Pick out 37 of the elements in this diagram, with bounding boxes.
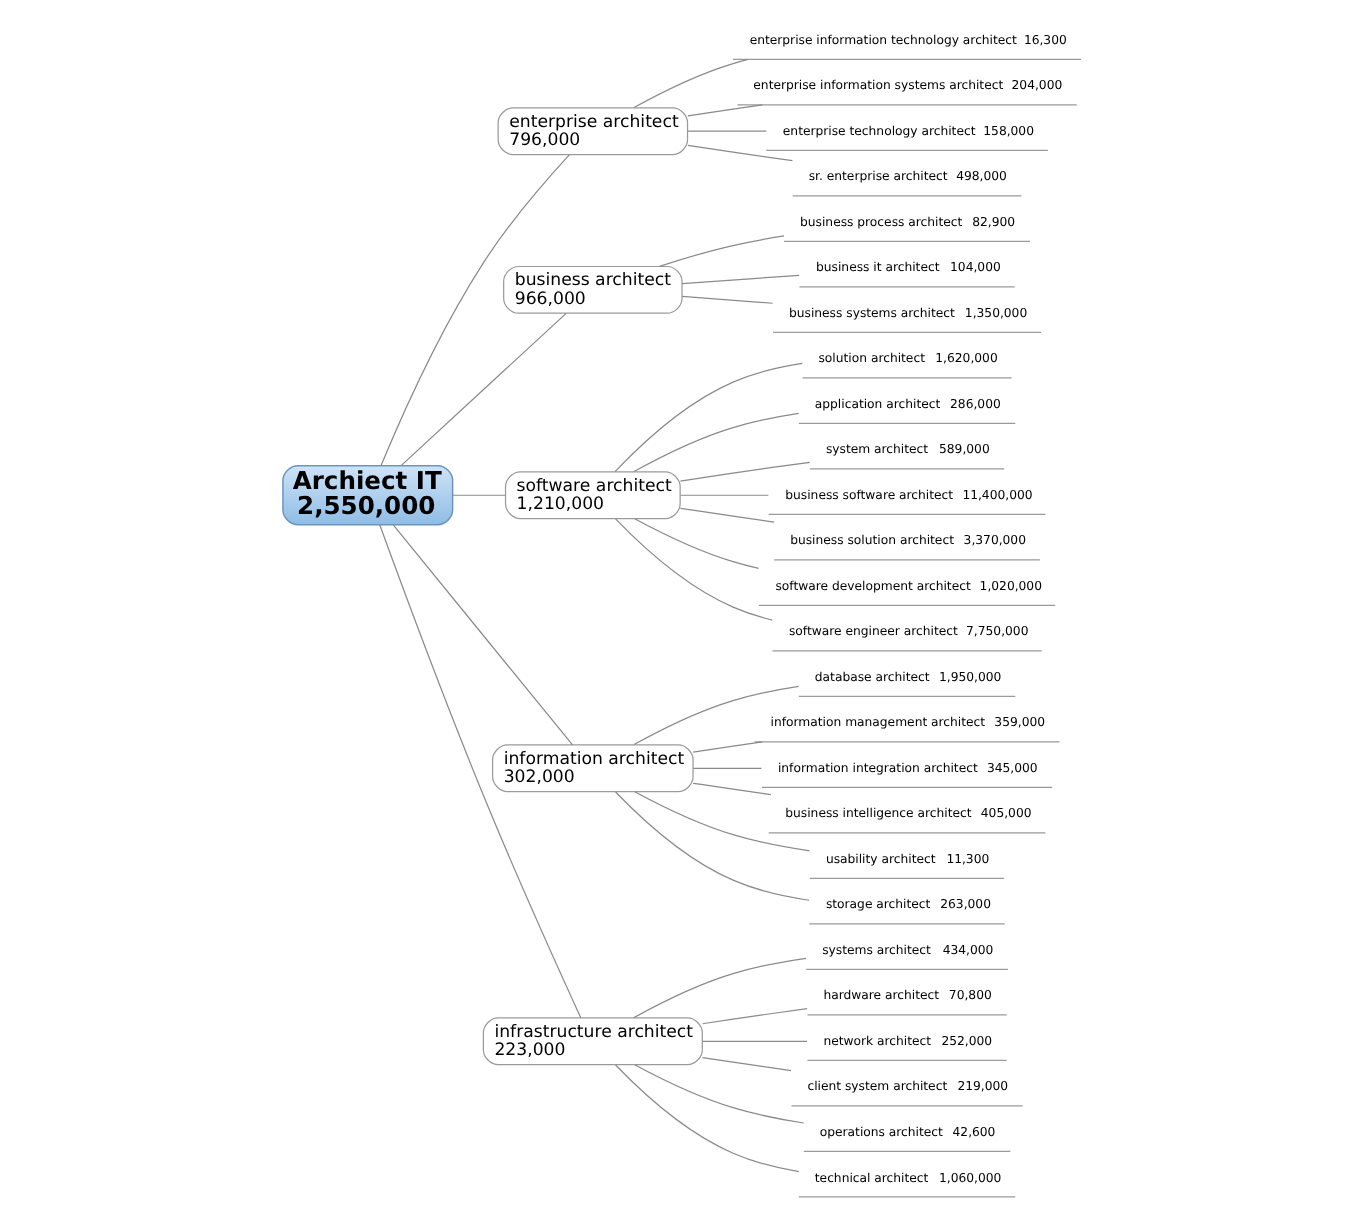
connector bbox=[379, 154, 570, 467]
connector bbox=[451, 494, 505, 496]
connector bbox=[633, 518, 759, 570]
node-box: infrastructure architect 223,000 bbox=[481, 1017, 702, 1066]
connector bbox=[391, 524, 573, 746]
connector bbox=[399, 312, 566, 466]
connector bbox=[678, 494, 768, 496]
connector bbox=[700, 1057, 791, 1072]
node-box: business architect 966,000 bbox=[502, 265, 682, 314]
connector bbox=[613, 1064, 799, 1173]
connector bbox=[633, 1064, 804, 1124]
connector bbox=[691, 767, 762, 769]
connector bbox=[680, 274, 799, 285]
connector bbox=[632, 58, 748, 109]
node-box: software architect 1,210,000 bbox=[503, 471, 680, 520]
connector bbox=[691, 741, 763, 753]
connector bbox=[613, 791, 809, 901]
connector bbox=[686, 130, 766, 132]
connector bbox=[701, 1040, 807, 1042]
connector bbox=[680, 295, 773, 304]
node-box: enterprise architect 796,000 bbox=[496, 107, 688, 156]
connector bbox=[633, 791, 810, 852]
connector bbox=[613, 362, 802, 473]
connector bbox=[378, 524, 581, 1019]
connector bbox=[632, 685, 799, 746]
connector bbox=[632, 412, 799, 473]
connector bbox=[657, 235, 784, 268]
connector bbox=[686, 104, 763, 117]
connector bbox=[686, 144, 793, 162]
node-box: Archiect IT 2,550,000 bbox=[281, 465, 453, 526]
connector bbox=[632, 957, 806, 1019]
connector bbox=[678, 507, 774, 523]
node-box: information architect 302,000 bbox=[491, 744, 693, 793]
connector bbox=[678, 461, 810, 482]
connector bbox=[613, 518, 772, 621]
connector bbox=[691, 782, 771, 796]
connector bbox=[700, 1008, 807, 1025]
